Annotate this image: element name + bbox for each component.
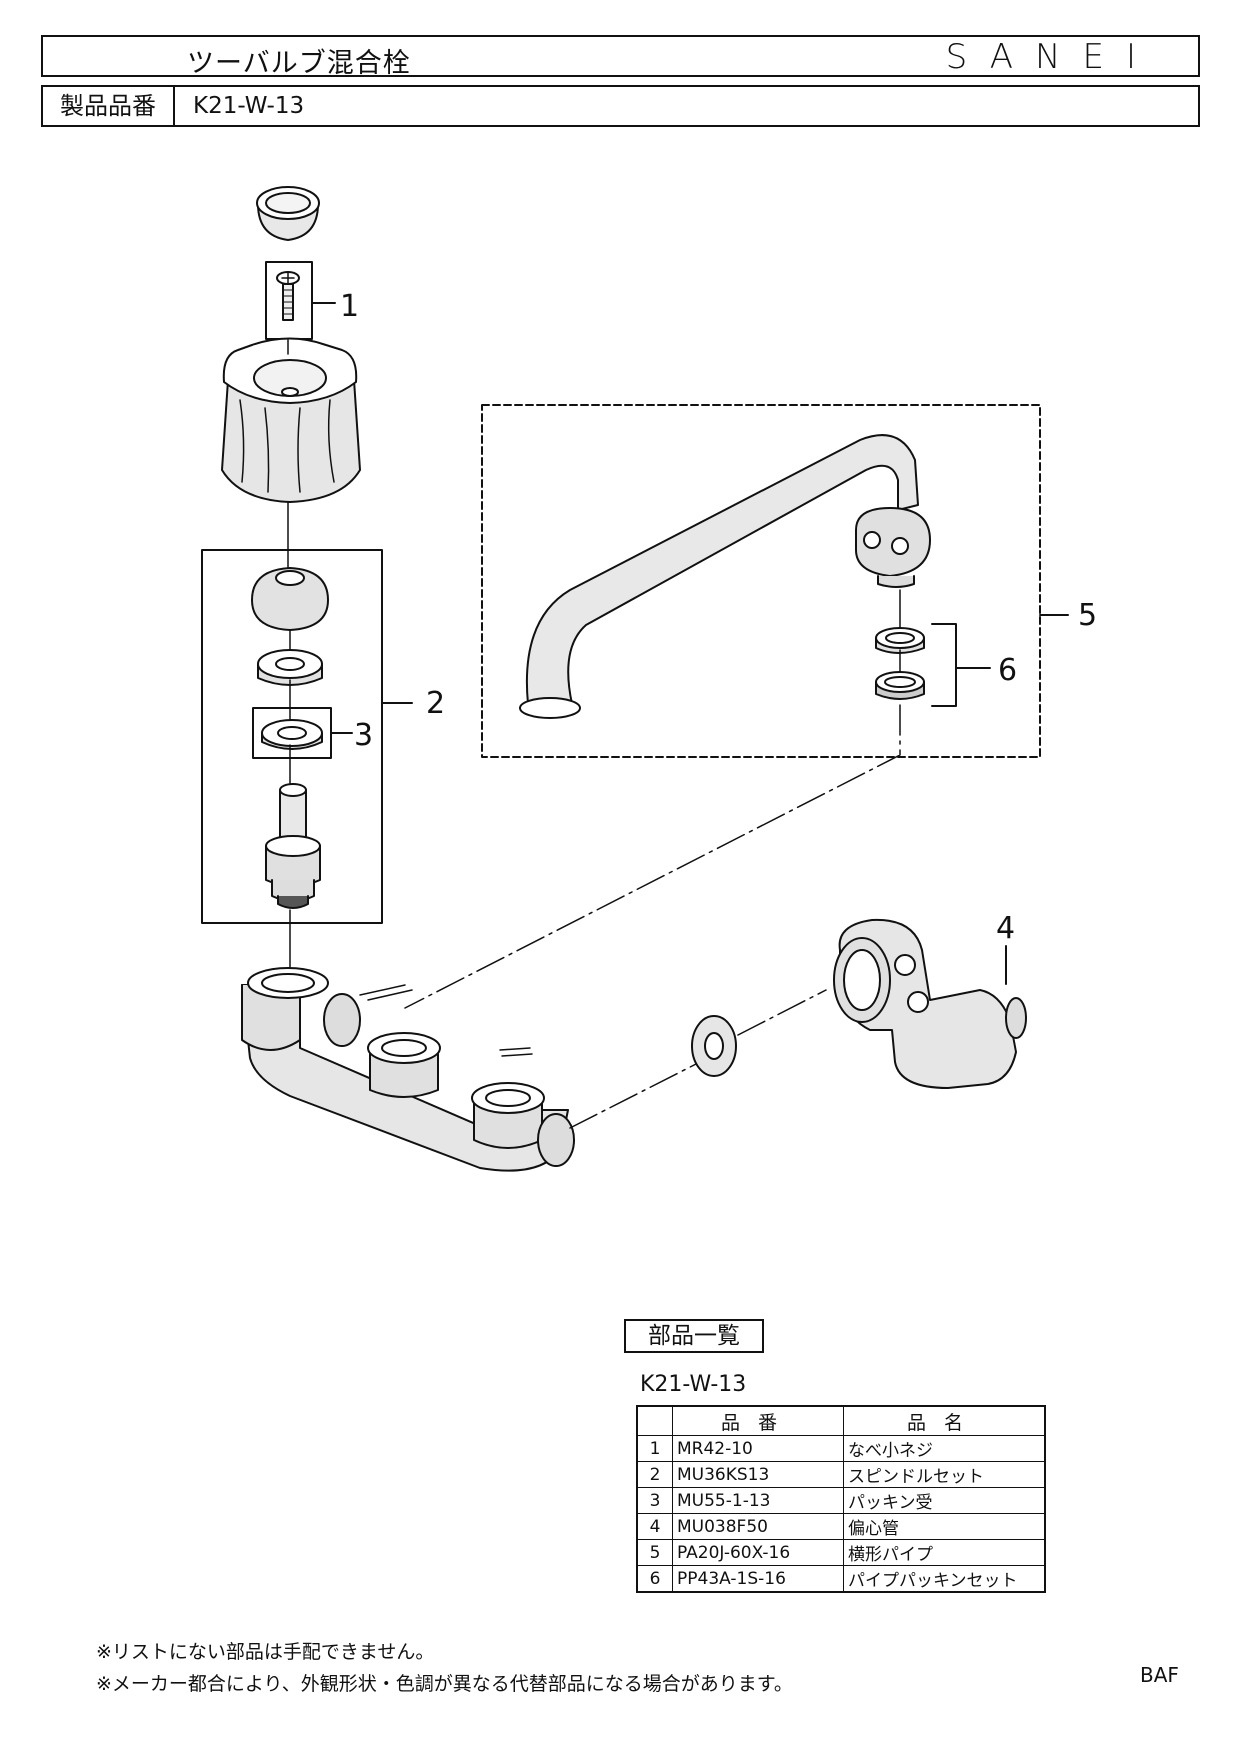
- screw-part: [276, 271, 300, 321]
- row-no: 1: [636, 1435, 673, 1462]
- row-part-no: MU36KS13: [672, 1461, 844, 1488]
- row-part-no: MU038F50: [672, 1513, 844, 1540]
- spindle-set-box: [201, 549, 383, 924]
- row-part-no: PA20J-60X-16: [672, 1539, 844, 1566]
- cap-part: [256, 186, 320, 241]
- row-part-name: スピンドルセット: [843, 1461, 1046, 1488]
- row-part-name: 偏心管: [843, 1513, 1046, 1540]
- callout-3: 3: [354, 718, 373, 753]
- model-value: K21-W-13: [193, 93, 305, 119]
- brand-logo: SANEI: [945, 37, 1158, 77]
- model-label: 製品品番: [43, 87, 175, 125]
- eccentric-gasket: [691, 1015, 737, 1077]
- callout-4: 4: [996, 911, 1015, 946]
- spindle: [265, 783, 321, 909]
- callout-5: 5: [1078, 598, 1097, 633]
- exploded-diagram: 1 2 3 4 5 6: [201, 186, 1097, 1172]
- col-part-name: 品名: [843, 1405, 1046, 1436]
- col-no: [636, 1405, 673, 1436]
- footnotes: ※リストにない部品は手配できません。 ※メーカー都合により、外観形状・色調が異な…: [96, 1636, 793, 1700]
- eccentric-pipe: [833, 918, 1027, 1089]
- note-line: ※メーカー都合により、外観形状・色調が異なる代替部品になる場合があります。: [96, 1673, 793, 1695]
- title-bar: ツーバルブ混合栓 SANEI: [41, 35, 1200, 79]
- pipe-group-box: [481, 404, 1041, 758]
- row-part-no: PP43A-1S-16: [672, 1565, 844, 1593]
- parts-table-header: 品番 品名: [636, 1405, 1046, 1436]
- col-part-no: 品番: [672, 1405, 844, 1436]
- row-no: 3: [636, 1487, 673, 1514]
- product-title: ツーバルブ混合栓: [187, 48, 411, 79]
- row-no: 4: [636, 1513, 673, 1540]
- callout-1: 1: [340, 289, 359, 324]
- row-no: 6: [636, 1565, 673, 1593]
- handle-part: [221, 337, 361, 503]
- row-part-name: なべ小ネジ: [843, 1435, 1046, 1462]
- parts-list-model: K21-W-13: [640, 1372, 747, 1397]
- row-no: 5: [636, 1539, 673, 1566]
- packing-holder: [261, 719, 323, 750]
- parts-list-title: 部品一覧: [624, 1319, 764, 1353]
- callout-6: 6: [998, 653, 1017, 688]
- row-part-no: MU55-1-13: [672, 1487, 844, 1514]
- horizontal-pipe: [519, 434, 931, 719]
- row-part-name: パッキン受: [843, 1487, 1046, 1514]
- faucet-body: [241, 967, 575, 1172]
- callout-2: 2: [426, 686, 445, 721]
- row-part-name: 横形パイプ: [843, 1539, 1046, 1566]
- row-part-name: パイプパッキンセット: [843, 1565, 1046, 1593]
- document-code: BAF: [1140, 1663, 1179, 1687]
- row-no: 2: [636, 1461, 673, 1488]
- row-part-no: MR42-10: [672, 1435, 844, 1462]
- pipe-packing-set: [875, 627, 925, 700]
- spindle-cap: [251, 567, 329, 631]
- note-line: ※リストにない部品は手配できません。: [96, 1641, 435, 1663]
- model-bar: 製品品番 K21-W-13: [41, 85, 1200, 127]
- gland-nut: [257, 649, 323, 686]
